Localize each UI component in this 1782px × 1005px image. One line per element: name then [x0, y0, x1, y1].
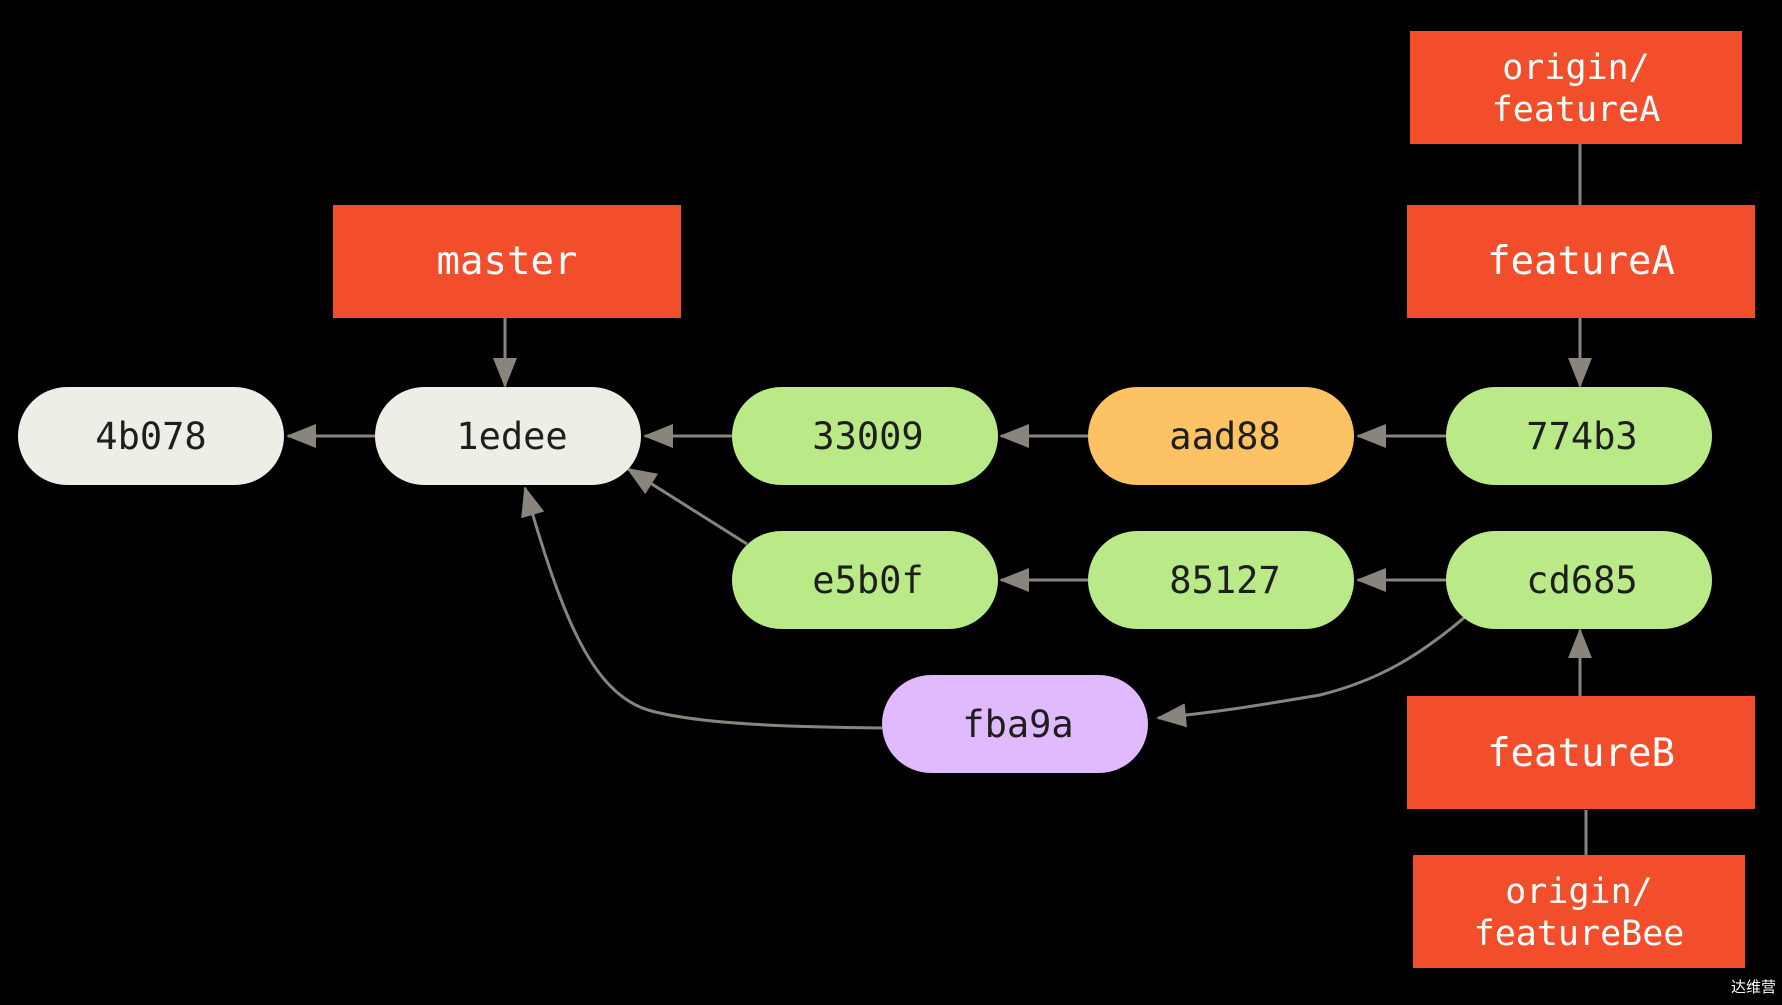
branch-label: featureB — [1487, 731, 1675, 776]
branch-featureA[interactable]: featureA — [1407, 205, 1755, 318]
commit-774b3[interactable]: 774b3 — [1446, 387, 1712, 485]
commit-label: e5b0f — [812, 559, 923, 602]
commit-label: 85127 — [1169, 559, 1280, 602]
branch-label-line2: featureA — [1492, 90, 1661, 130]
branch-featureB[interactable]: featureB — [1407, 696, 1755, 809]
edge-fba9a-to-1edee — [521, 486, 883, 730]
edge-cd685-to-fba9a — [1156, 615, 1466, 728]
branch-origin-featureBee[interactable]: origin/ featureBee — [1413, 855, 1745, 968]
watermark-text: 达维营 — [1730, 978, 1776, 996]
commit-4b078[interactable]: 4b078 — [18, 387, 284, 485]
edges — [286, 144, 1592, 855]
branch-label: featureA — [1487, 239, 1675, 284]
commit-fba9a[interactable]: fba9a — [882, 675, 1148, 773]
edge-e5b0f-to-1edee — [626, 467, 748, 546]
commit-33009[interactable]: 33009 — [732, 387, 998, 485]
branch-master[interactable]: master — [333, 205, 681, 318]
commit-label: fba9a — [962, 703, 1073, 746]
commit-1edee[interactable]: 1edee — [375, 387, 641, 485]
branch-label-line1: origin/ — [1505, 872, 1653, 912]
commit-85127[interactable]: 85127 — [1088, 531, 1354, 629]
commit-label: 33009 — [812, 415, 923, 458]
commit-aad88[interactable]: aad88 — [1088, 387, 1354, 485]
branch-label-line2: featureBee — [1474, 914, 1685, 954]
branch-origin-featureA[interactable]: origin/ featureA — [1410, 31, 1742, 144]
commit-label: 774b3 — [1526, 415, 1637, 458]
commit-cd685[interactable]: cd685 — [1446, 531, 1712, 629]
commit-e5b0f[interactable]: e5b0f — [732, 531, 998, 629]
branch-label: master — [437, 239, 578, 284]
commit-label: 4b078 — [95, 415, 206, 458]
commit-label: 1edee — [456, 415, 567, 458]
commit-label: cd685 — [1526, 559, 1637, 602]
branch-label-line1: origin/ — [1502, 48, 1650, 88]
commit-label: aad88 — [1169, 415, 1280, 458]
